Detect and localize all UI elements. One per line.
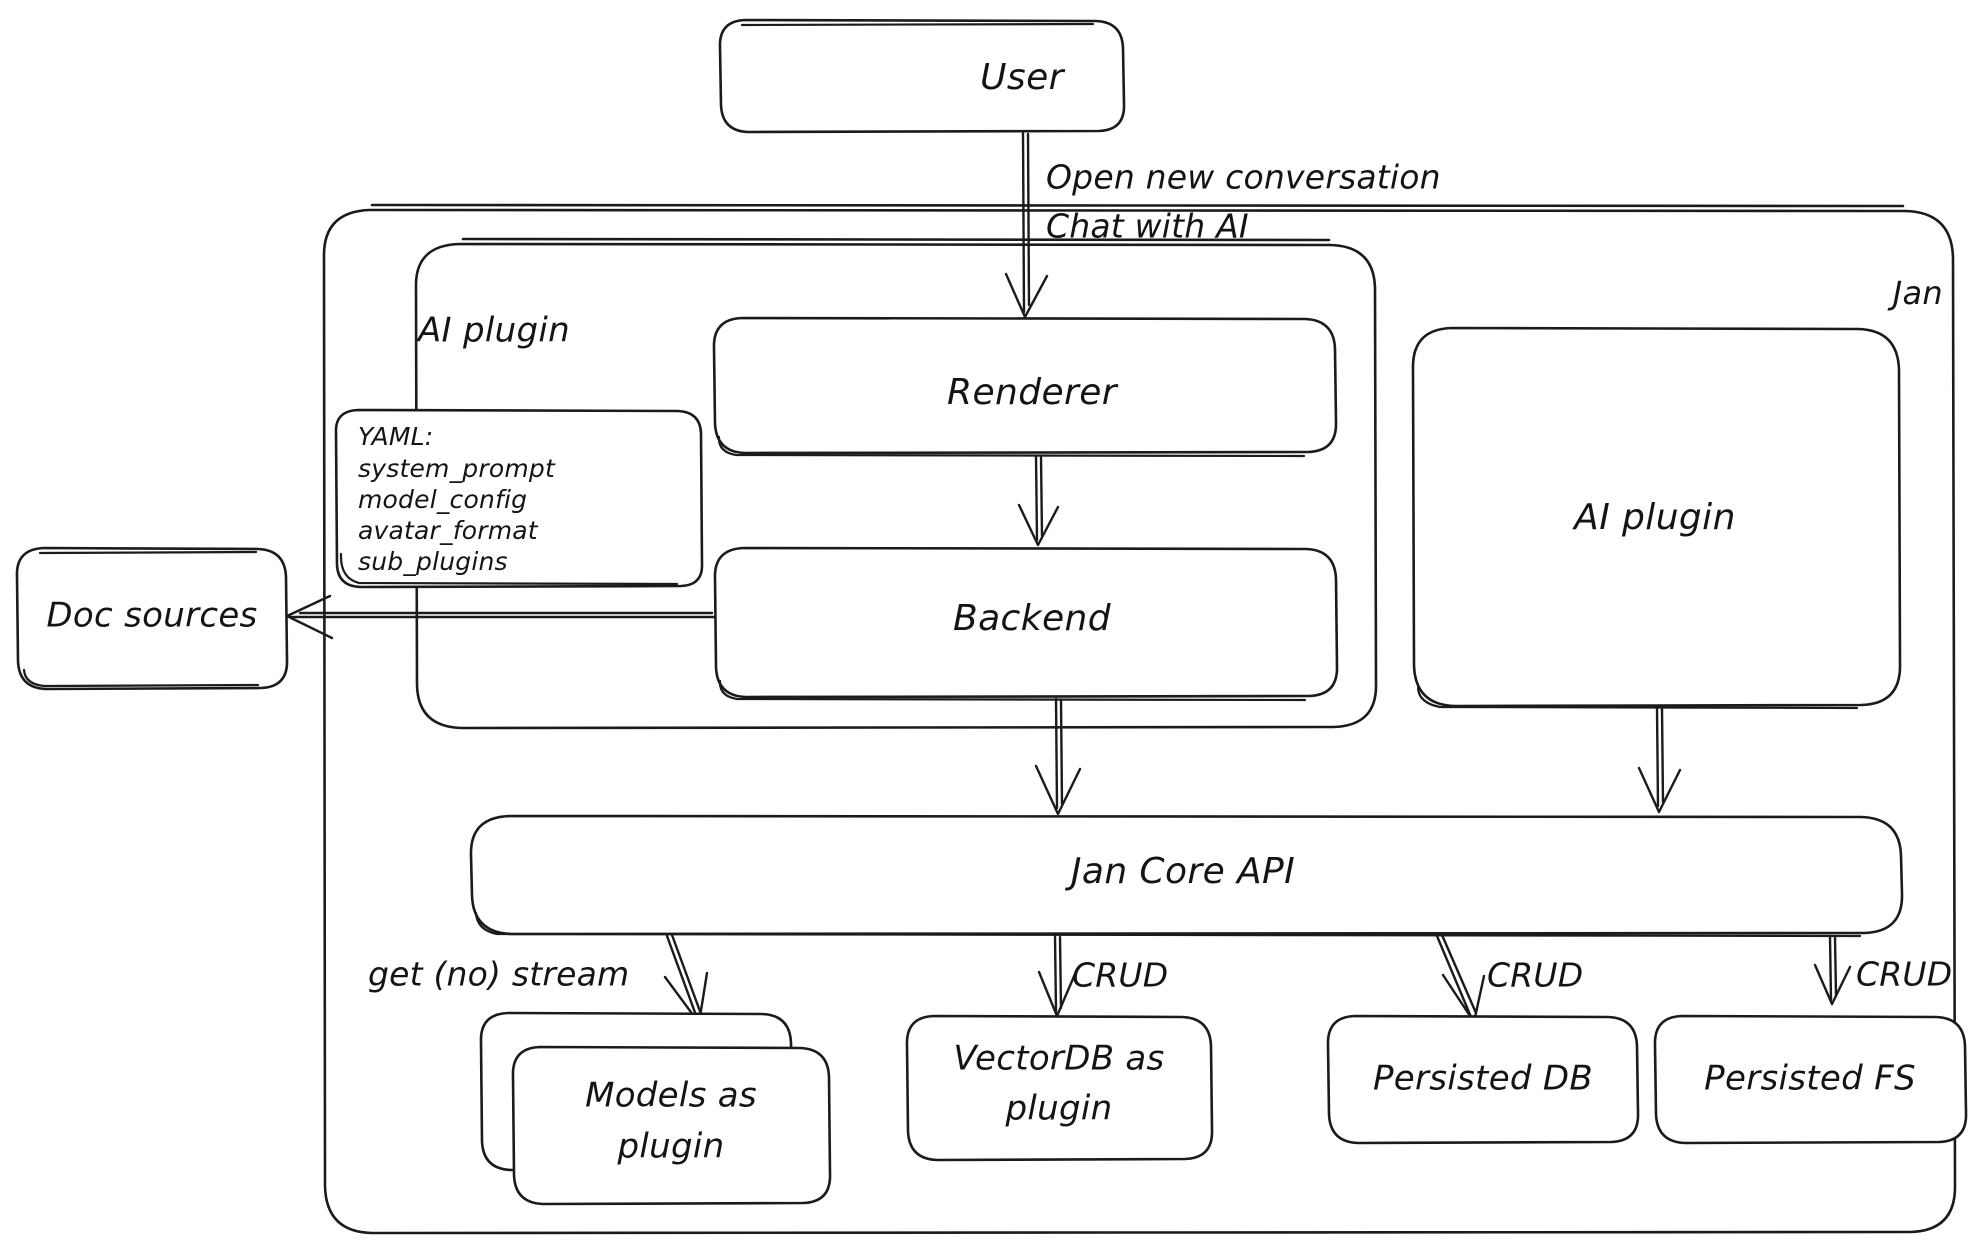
node-renderer-shape-sketch [717,435,1306,458]
edge-ai-plugin-to-core-arrowhead [1637,766,1682,814]
container-jan: Jan [322,203,1957,1235]
container-ai-plugin: AI plugin [414,237,1378,730]
edge-core-to-vectordb-line-sketch [1058,935,1063,1010]
edge-ai-plugin-to-core-line-sketch [1660,707,1665,804]
container-jan-outline [322,208,1957,1235]
edge-core-to-persisted-fs-line-sketch [1833,935,1838,998]
edge-core-to-vectordb-label: CRUD [1072,956,1168,995]
container-ai-plugin-outline-sketch [461,237,1331,242]
edge-core-to-persisted-db-label: CRUD [1487,956,1583,995]
edge-core-to-models-line-sketch [670,933,703,1016]
edge-core-to-models-line [665,934,699,1020]
edge-core-to-models: get (no) stream [368,933,709,1025]
node-ai-plugin-right[interactable]: AI plugin [1411,326,1902,710]
node-renderer[interactable]: Renderer [712,316,1338,458]
edge-backend-to-core-arrowhead [1034,764,1082,816]
node-persisted-db-shape[interactable] [1326,1014,1640,1145]
edge-core-to-persisted-fs-label: CRUD [1856,955,1952,994]
node-vectordb-as-plugin-label-line2: plugin [1005,1089,1113,1129]
node-models-as-plugin-front-shape[interactable] [511,1045,832,1206]
container-ai-plugin-label: AI plugin [416,311,570,351]
edge-user-to-renderer: Open new conversation Chat with AI [1004,131,1441,319]
edge-user-to-renderer-label-line1: Open new conversation [1046,158,1441,197]
node-user-label: User [980,57,1065,98]
container-ai-plugin-outline [414,242,1378,730]
node-yaml-note-line-3: sub_plugins [358,547,508,576]
edge-backend-to-core [1034,697,1082,816]
edge-core-to-vectordb: CRUD [1037,934,1168,1018]
edge-user-to-renderer-arrowhead [1004,272,1049,319]
edge-renderer-to-backend-line [1034,454,1039,542]
edge-backend-to-doc-sources-arrowhead [285,594,334,640]
node-yaml-note-shape-sketch [339,552,679,586]
node-backend-shape[interactable] [713,546,1339,699]
container-jan-label: Jan [1887,274,1943,312]
edge-ai-plugin-to-core [1637,706,1682,814]
node-ai-plugin-right-shape-sketch [1416,686,1859,710]
node-ai-plugin-right-shape[interactable] [1411,326,1902,708]
node-yaml-note-title: YAML: [358,422,433,451]
node-jan-core-api[interactable]: Jan Core API [469,814,1904,938]
node-doc-sources-shape-sketch [22,550,260,688]
edge-core-to-persisted-fs-arrowhead [1813,963,1852,1006]
node-persisted-fs-shape[interactable] [1653,1014,1968,1145]
node-doc-sources[interactable]: Doc sources [15,546,289,691]
node-yaml-note-shape[interactable] [334,408,704,589]
edge-core-to-persisted-fs-line [1828,934,1833,1002]
edge-core-to-persisted-db-line-sketch [1440,933,1478,1015]
edge-backend-to-doc-sources [285,594,716,640]
node-doc-sources-shape[interactable] [15,546,289,691]
node-jan-core-api-label: Jan Core API [1065,851,1295,892]
node-backend-label: Backend [953,598,1112,639]
node-renderer-shape[interactable] [712,316,1338,455]
edge-core-to-persisted-fs: CRUD [1813,934,1952,1006]
edge-renderer-to-backend-arrowhead [1017,503,1060,547]
node-persisted-fs-label: Persisted FS [1704,1059,1916,1099]
node-yaml-note-line-1: model_config [358,485,527,514]
edge-core-to-persisted-db-line [1435,934,1473,1019]
container-jan-outline-sketch [370,203,1905,208]
edge-user-to-renderer-label-line2: Chat with AI [1046,207,1249,246]
node-models-as-plugin-label-line1: Models as [585,1076,757,1116]
edge-core-to-persisted-db: CRUD [1435,933,1583,1024]
node-doc-sources-label: Doc sources [46,596,257,636]
edge-renderer-to-backend [1017,454,1060,547]
node-backend-shape-sketch [718,679,1307,702]
edge-backend-to-core-line-sketch [1059,698,1064,806]
node-persisted-db[interactable]: Persisted DB [1326,1014,1640,1145]
node-persisted-fs[interactable]: Persisted FS [1653,1014,1968,1145]
edge-core-to-vectordb-line [1053,934,1058,1014]
edge-user-to-renderer-line-sketch [1026,132,1031,307]
node-models-as-plugin[interactable]: Models as plugin [479,1011,832,1206]
node-user-shape-sketch [740,22,1095,27]
node-yaml-note-line-0: system_prompt [358,454,556,483]
node-vectordb-as-plugin-shape[interactable] [905,1014,1214,1162]
node-yaml-note-line-2: avatar_format [358,516,539,545]
node-backend[interactable]: Backend [713,546,1339,702]
node-user[interactable]: User [718,18,1126,134]
node-ai-plugin-right-label: AI plugin [1572,497,1736,538]
node-vectordb-as-plugin[interactable]: VectorDB as plugin [905,1014,1214,1162]
node-jan-core-api-shape[interactable] [469,814,1904,936]
node-jan-core-api-shape-sketch [474,911,1862,938]
node-persisted-db-label: Persisted DB [1373,1059,1593,1099]
node-models-as-plugin-label-line2: plugin [617,1127,725,1167]
edge-core-to-models-label: get (no) stream [368,955,629,994]
node-renderer-label: Renderer [947,372,1119,413]
node-user-shape[interactable] [718,18,1126,134]
edge-renderer-to-backend-line-sketch [1039,455,1044,538]
node-vectordb-as-plugin-label-line1: VectorDB as [953,1039,1164,1079]
edge-user-to-renderer-line [1021,131,1026,314]
node-yaml-note[interactable]: YAML: system_prompt model_config avatar_… [334,408,704,589]
edge-backend-to-core-line [1054,697,1059,810]
edge-ai-plugin-to-core-line [1655,706,1660,808]
